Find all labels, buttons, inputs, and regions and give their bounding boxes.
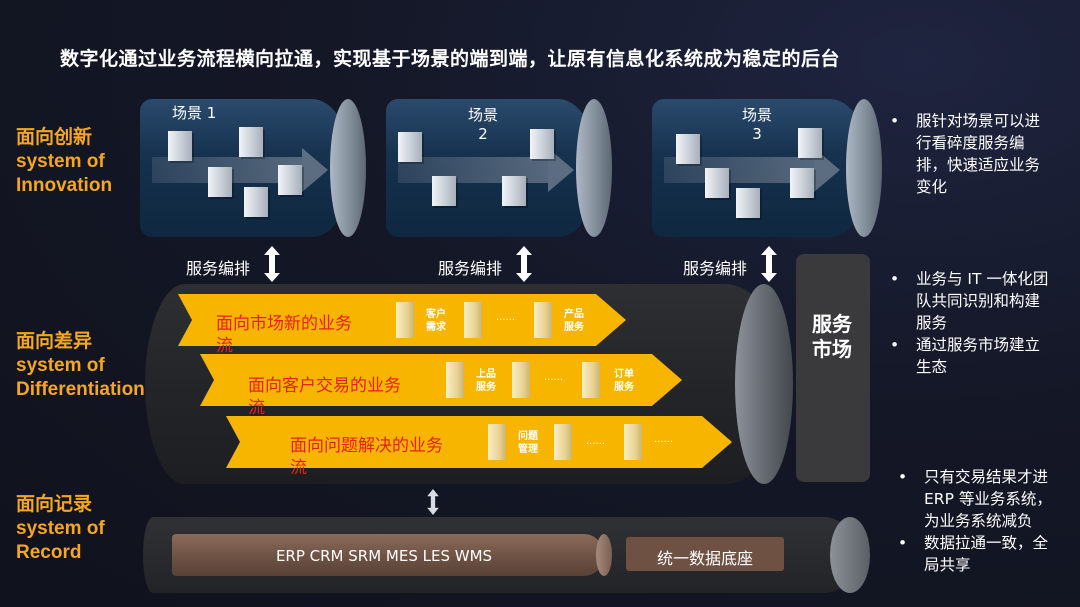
data-foundation-label: 统一数据底座 xyxy=(656,549,753,568)
data-foundation-box xyxy=(626,537,784,571)
bullet-group-record: 只有交易结果才进 ERP 等业务系统，为业务系统减负 数据拉通一致，全局共享 xyxy=(898,466,1056,576)
flow-label: 面向市场新的业务流 xyxy=(216,314,352,356)
scene-3-cube xyxy=(676,134,700,164)
scene-cylinder-1-cap xyxy=(330,99,366,237)
double-arrow-icon xyxy=(761,246,777,282)
service-box-label: 产品服务 xyxy=(564,309,584,333)
layer-label-record: 面向记录 system of Record xyxy=(16,494,105,563)
ellipsis: ...... xyxy=(496,312,516,323)
layer-label-differentiation: 面向差异 system of Differentiation xyxy=(16,331,145,400)
double-arrow-icon xyxy=(516,246,532,282)
service-orchestration-label-1: 服务编排 xyxy=(186,259,251,278)
scene-2-cube xyxy=(398,132,422,162)
differentiation-cylinder-cap xyxy=(735,284,793,484)
service-box-label: 订单服务 xyxy=(614,369,634,393)
record-cylinder-cap xyxy=(830,517,870,593)
service-box xyxy=(488,424,506,460)
service-box-label: 客户需求 xyxy=(426,309,446,333)
business-flow-problem xyxy=(226,416,732,468)
flow-label: 面向问题解决的业务流 xyxy=(290,436,443,478)
service-box-label: 上品服务 xyxy=(476,369,496,393)
bullet-item: 业务与 IT 一体化团队共同识别和构建服务 xyxy=(890,268,1050,334)
ellipsis: ...... xyxy=(654,434,674,445)
scene-1-cube xyxy=(244,187,268,217)
erp-systems-bar xyxy=(172,534,604,576)
scene-1-cube xyxy=(239,127,263,157)
flow-label: 面向客户交易的业务流 xyxy=(248,376,401,418)
scene-1-cube xyxy=(208,167,232,197)
scene-3-cube xyxy=(798,128,822,158)
service-orchestration-label-3: 服务编排 xyxy=(683,259,748,278)
service-box xyxy=(534,302,552,338)
scene-1-label: 场景 1 xyxy=(172,104,217,122)
service-market-panel xyxy=(796,254,870,482)
scene-2-cube xyxy=(530,129,554,159)
erp-systems-bar-cap xyxy=(596,534,612,576)
service-box xyxy=(464,302,482,338)
scene-3-cube xyxy=(705,168,729,198)
scene-3-cube xyxy=(790,168,814,198)
service-box-label: 问题管理 xyxy=(518,431,538,455)
service-market-label: 服务市场 xyxy=(812,312,852,361)
service-box xyxy=(554,424,572,460)
scene-1-cube xyxy=(278,165,302,195)
double-arrow-icon xyxy=(264,246,280,282)
scene-1-cube xyxy=(168,131,192,161)
service-box xyxy=(624,424,642,460)
service-orchestration-label-2: 服务编排 xyxy=(438,259,503,278)
page-title: 数字化通过业务流程横向拉通，实现基于场景的端到端，让原有信息化系统成为稳定的后台 xyxy=(60,48,841,70)
scene-3-cube xyxy=(736,188,760,218)
double-arrow-icon xyxy=(427,489,439,515)
scene-cylinder-2-cap xyxy=(576,99,612,237)
ellipsis: ...... xyxy=(586,436,606,447)
scene-cylinder-3-cap xyxy=(846,99,882,237)
scene-2-cube xyxy=(432,176,456,206)
bullet-group-innovation: 服针对场景可以进行看碎度服务编排，快速适应业务变化 xyxy=(890,110,1050,198)
service-box xyxy=(512,362,530,398)
service-box xyxy=(446,362,464,398)
business-flow-transaction xyxy=(200,354,682,406)
erp-systems-label: ERP CRM SRM MES LES WMS xyxy=(275,547,493,565)
bullet-item: 通过服务市场建立生态 xyxy=(890,334,1050,378)
service-box xyxy=(396,302,414,338)
bullet-item: 数据拉通一致，全局共享 xyxy=(898,532,1056,576)
scene-2-cube xyxy=(502,176,526,206)
ellipsis: ...... xyxy=(544,372,564,383)
bullet-group-differentiation: 业务与 IT 一体化团队共同识别和构建服务 通过服务市场建立生态 xyxy=(890,268,1050,378)
bullet-item: 只有交易结果才进 ERP 等业务系统，为业务系统减负 xyxy=(898,466,1056,532)
service-box xyxy=(582,362,600,398)
scene-1-arrowhead xyxy=(302,148,328,192)
layer-label-innovation: 面向创新 system of Innovation xyxy=(16,127,113,196)
bullet-item: 服针对场景可以进行看碎度服务编排，快速适应业务变化 xyxy=(890,110,1050,198)
